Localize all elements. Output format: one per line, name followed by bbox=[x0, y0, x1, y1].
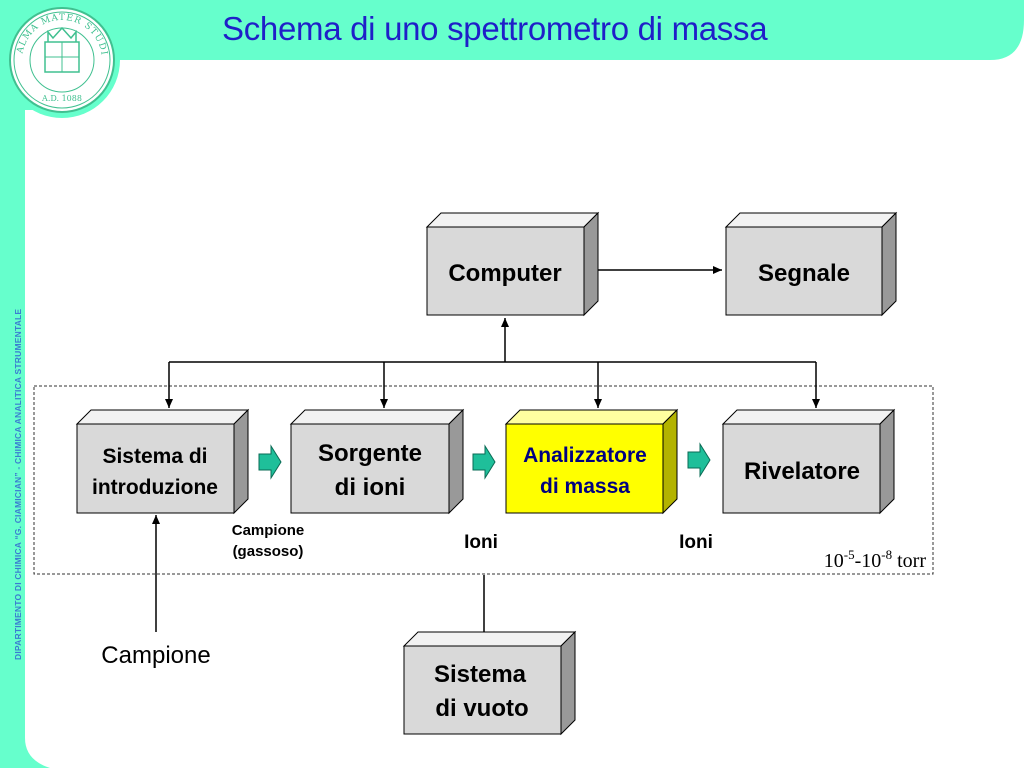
sistema-introduzione-box: Sistema di introduzione bbox=[75, 408, 250, 515]
segnale-label: Segnale bbox=[758, 260, 850, 287]
rivelatore-label: Rivelatore bbox=[744, 458, 860, 485]
page-title: Schema di uno spettrometro di massa bbox=[222, 10, 768, 47]
sorgente-line2: di ioni bbox=[335, 474, 406, 501]
analizzatore-line1: Analizzatore bbox=[523, 444, 647, 467]
segnale-box: Segnale bbox=[724, 211, 898, 317]
ioni-label-2: Ioni bbox=[679, 532, 713, 553]
sistema-vuoto-line2: di vuoto bbox=[435, 695, 528, 722]
campione-gassoso-line1: Campione bbox=[232, 522, 305, 539]
sorgente-line1: Sorgente bbox=[318, 440, 422, 467]
flow-arrow-3 bbox=[687, 442, 711, 478]
flow-arrows bbox=[258, 442, 711, 480]
computer-box: Computer bbox=[425, 211, 600, 317]
computer-label: Computer bbox=[448, 260, 561, 287]
sistema-introduzione-line1: Sistema di bbox=[102, 445, 207, 468]
sorgente-box: Sorgente di ioni bbox=[289, 408, 465, 515]
pressure-base-1: 10 bbox=[824, 550, 844, 572]
rivelatore-box: Rivelatore bbox=[721, 408, 896, 515]
sistema-introduzione-line2: introduzione bbox=[92, 476, 218, 499]
pressure-exp-1: -5 bbox=[844, 547, 855, 562]
sistema-vuoto-line1: Sistema bbox=[434, 661, 527, 688]
vacuum-region-border bbox=[33, 385, 934, 575]
pressure-label: 10-5-10-8 torr bbox=[824, 547, 927, 572]
flow-arrow-1 bbox=[258, 444, 282, 480]
analizzatore-box: Analizzatore di massa bbox=[504, 408, 679, 515]
campione-label: Campione bbox=[101, 642, 210, 669]
sistema-vuoto-box: Sistema di vuoto bbox=[402, 630, 577, 736]
pressure-unit: torr bbox=[892, 550, 926, 572]
pressure-exp-2: -8 bbox=[881, 547, 892, 562]
seal-year: A.D. 1088 bbox=[41, 94, 82, 103]
ioni-label-1: Ioni bbox=[464, 532, 498, 553]
pressure-base-2: -10 bbox=[855, 550, 882, 572]
analizzatore-line2: di massa bbox=[540, 475, 630, 498]
university-seal-logo: ALMA MATER STUDIORUM A.D. 1088 bbox=[0, 0, 115, 113]
flow-arrow-2 bbox=[472, 444, 496, 480]
campione-gassoso-line2: (gassoso) bbox=[233, 543, 304, 560]
sidebar-department-text: DIPARTIMENTO DI CHIMICA “G. CIAMICIAN” -… bbox=[13, 308, 23, 660]
